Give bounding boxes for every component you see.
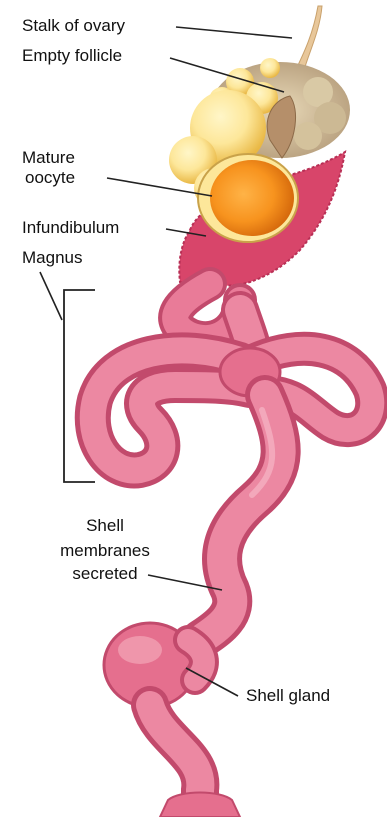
oviduct-magnus <box>93 284 372 470</box>
leader-stalk <box>176 27 292 38</box>
label-mature: Mature <box>22 148 75 168</box>
cloaca-flare <box>160 793 240 817</box>
label-empty-follicle: Empty follicle <box>22 46 122 66</box>
label-shell: Shell <box>60 516 150 536</box>
oviduct-isthmus <box>200 395 281 640</box>
label-infundibulum: Infundibulum <box>22 218 119 238</box>
leader-magnus <box>40 272 62 320</box>
label-magnus: Magnus <box>22 248 82 268</box>
label-secreted: secreted <box>55 564 155 584</box>
label-oocyte: oocyte <box>25 168 75 188</box>
label-membranes: membranes <box>55 541 155 561</box>
label-shell-gland: Shell gland <box>246 686 330 706</box>
mature-oocyte-core <box>210 160 294 236</box>
label-stalk-of-ovary: Stalk of ovary <box>22 16 125 36</box>
